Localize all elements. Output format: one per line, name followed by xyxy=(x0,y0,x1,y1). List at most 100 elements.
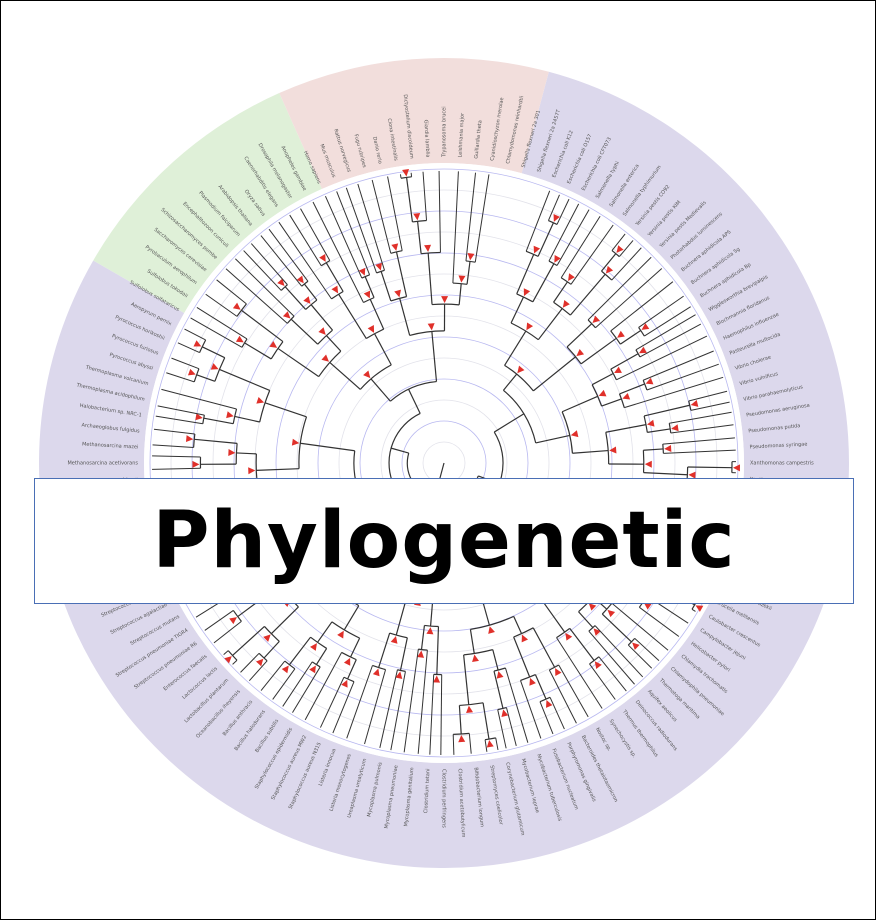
node-marker xyxy=(645,377,654,385)
tree-branch xyxy=(343,605,360,631)
tree-branch xyxy=(264,402,307,418)
node-marker xyxy=(488,626,495,634)
node-marker xyxy=(529,677,536,686)
tree-branch xyxy=(241,309,284,343)
tree-branch xyxy=(548,203,580,262)
tree-branch xyxy=(248,660,268,681)
tree-branch xyxy=(465,172,477,261)
tree-branch xyxy=(268,228,309,282)
tree-branch xyxy=(438,171,441,253)
tree-branch xyxy=(497,709,507,749)
node-marker xyxy=(598,389,607,397)
node-marker xyxy=(269,341,278,348)
node-marker xyxy=(562,300,570,308)
tree-branch xyxy=(236,452,257,455)
node-marker xyxy=(690,399,699,407)
tree-branch xyxy=(288,636,311,666)
tree-branch xyxy=(644,404,690,417)
tree-branch xyxy=(510,322,539,341)
node-marker xyxy=(472,654,479,662)
scale-ring xyxy=(275,294,613,632)
scale-ring xyxy=(254,273,634,653)
tree-branch xyxy=(216,279,247,305)
scale-ring xyxy=(170,189,718,737)
leaf-label: Xanthomonas campestris xyxy=(750,461,814,467)
node-marker xyxy=(593,628,601,636)
scale-ring xyxy=(233,252,655,674)
tree-branch xyxy=(594,625,644,678)
tree-branch xyxy=(331,290,344,300)
tree-branch xyxy=(598,656,627,692)
tree-branch xyxy=(374,333,392,366)
node-marker xyxy=(291,438,300,446)
node-marker xyxy=(695,605,704,612)
node-marker xyxy=(664,444,672,452)
tree-branch xyxy=(535,434,570,444)
tree-branch xyxy=(646,363,719,391)
node-marker xyxy=(546,700,553,708)
node-marker xyxy=(643,602,652,610)
tree-branch xyxy=(452,171,459,284)
tree-branch xyxy=(390,250,403,254)
leaf-label: Guillardia theta xyxy=(473,120,483,159)
tree-branch xyxy=(495,737,499,751)
tree-branch xyxy=(543,602,566,633)
tree-branch xyxy=(510,296,525,324)
tree-branch xyxy=(190,317,243,348)
node-marker xyxy=(256,396,265,404)
tree-branch xyxy=(470,615,514,630)
node-marker xyxy=(641,323,650,330)
tree-branch xyxy=(601,253,617,272)
leaf-label: Trypanosoma brucei xyxy=(442,106,448,158)
node-marker xyxy=(402,169,410,177)
node-marker xyxy=(391,243,399,251)
tree-branch xyxy=(400,176,412,179)
node-marker xyxy=(616,245,624,253)
tree-branch xyxy=(458,705,462,735)
node-marker xyxy=(394,289,401,298)
tree-branch xyxy=(270,606,299,635)
node-marker xyxy=(192,460,200,468)
tree-branch xyxy=(290,318,319,345)
tree-branch xyxy=(171,357,200,370)
tree-branch xyxy=(638,295,684,328)
node-marker xyxy=(319,254,326,262)
tree-branch xyxy=(219,368,270,391)
tree-branch xyxy=(580,337,617,365)
node-marker xyxy=(232,302,241,310)
node-marker xyxy=(363,290,371,299)
node-marker xyxy=(639,346,647,354)
tree-branch xyxy=(184,328,206,341)
tree-branch xyxy=(516,254,535,295)
node-marker xyxy=(486,740,494,748)
tree-branch xyxy=(417,650,428,754)
tree-branch xyxy=(329,362,361,390)
node-marker xyxy=(644,460,652,468)
node-marker xyxy=(671,424,679,432)
tree-branch xyxy=(390,380,437,402)
clade-band-green xyxy=(93,93,322,313)
node-marker xyxy=(501,709,509,718)
tree-branch xyxy=(369,299,385,330)
tree-branch xyxy=(232,625,265,656)
node-marker xyxy=(424,244,432,253)
node-marker xyxy=(187,368,196,376)
tree-branch xyxy=(534,674,547,700)
tree-branch xyxy=(591,372,614,386)
tree-branch xyxy=(520,680,542,739)
tree-branch xyxy=(452,734,455,755)
tree-branch xyxy=(318,350,342,377)
tree-branch xyxy=(240,652,260,673)
tree-branch xyxy=(259,390,271,423)
node-marker xyxy=(517,365,525,374)
tree-branch xyxy=(502,373,518,391)
node-marker xyxy=(607,609,616,618)
leaf-label: Leishmania major xyxy=(458,112,466,158)
tree-branch xyxy=(643,472,688,476)
tree-branch xyxy=(315,648,328,665)
tree-branch xyxy=(244,342,272,360)
tree-branch xyxy=(303,283,318,301)
tree-branch xyxy=(687,466,732,469)
tree-branch xyxy=(642,350,714,381)
tree-branch xyxy=(256,468,300,471)
